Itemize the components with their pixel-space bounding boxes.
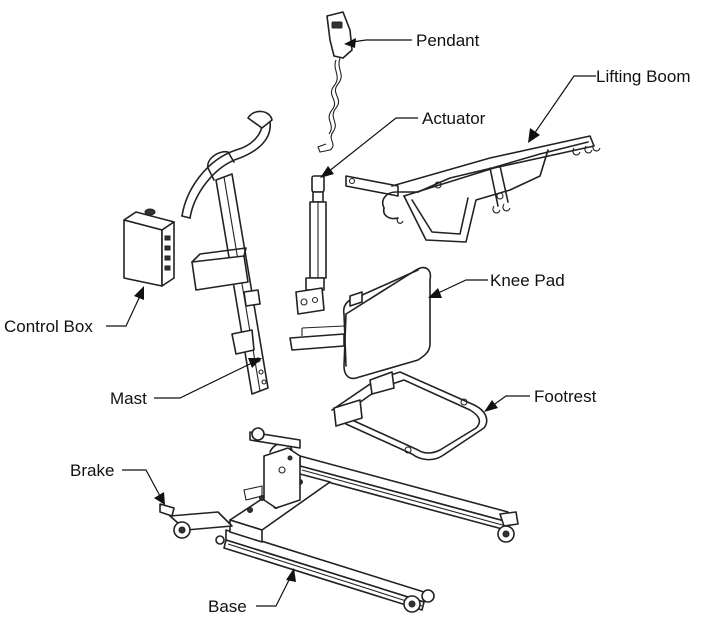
part-labels: Pendant Lifting Boom Actuator Knee Pad C…: [4, 31, 691, 616]
control-box-part: [123, 208, 175, 287]
actuator-part: [295, 175, 327, 315]
mast-part: [181, 110, 273, 395]
leader-lines: [106, 38, 596, 607]
footrest-part: [331, 371, 488, 461]
base-part: [159, 427, 519, 613]
label-mast: Mast: [110, 389, 147, 408]
pendant-part: [317, 11, 353, 153]
label-control-box: Control Box: [4, 317, 93, 336]
label-base: Base: [208, 597, 247, 616]
label-brake: Brake: [70, 461, 114, 480]
label-knee-pad: Knee Pad: [490, 271, 565, 290]
label-pendant: Pendant: [416, 31, 480, 50]
label-lifting-boom: Lifting Boom: [596, 67, 691, 86]
label-actuator: Actuator: [422, 109, 486, 128]
label-footrest: Footrest: [534, 387, 597, 406]
knee-pad-part: [289, 266, 432, 380]
lifting-boom-part: [345, 135, 601, 243]
